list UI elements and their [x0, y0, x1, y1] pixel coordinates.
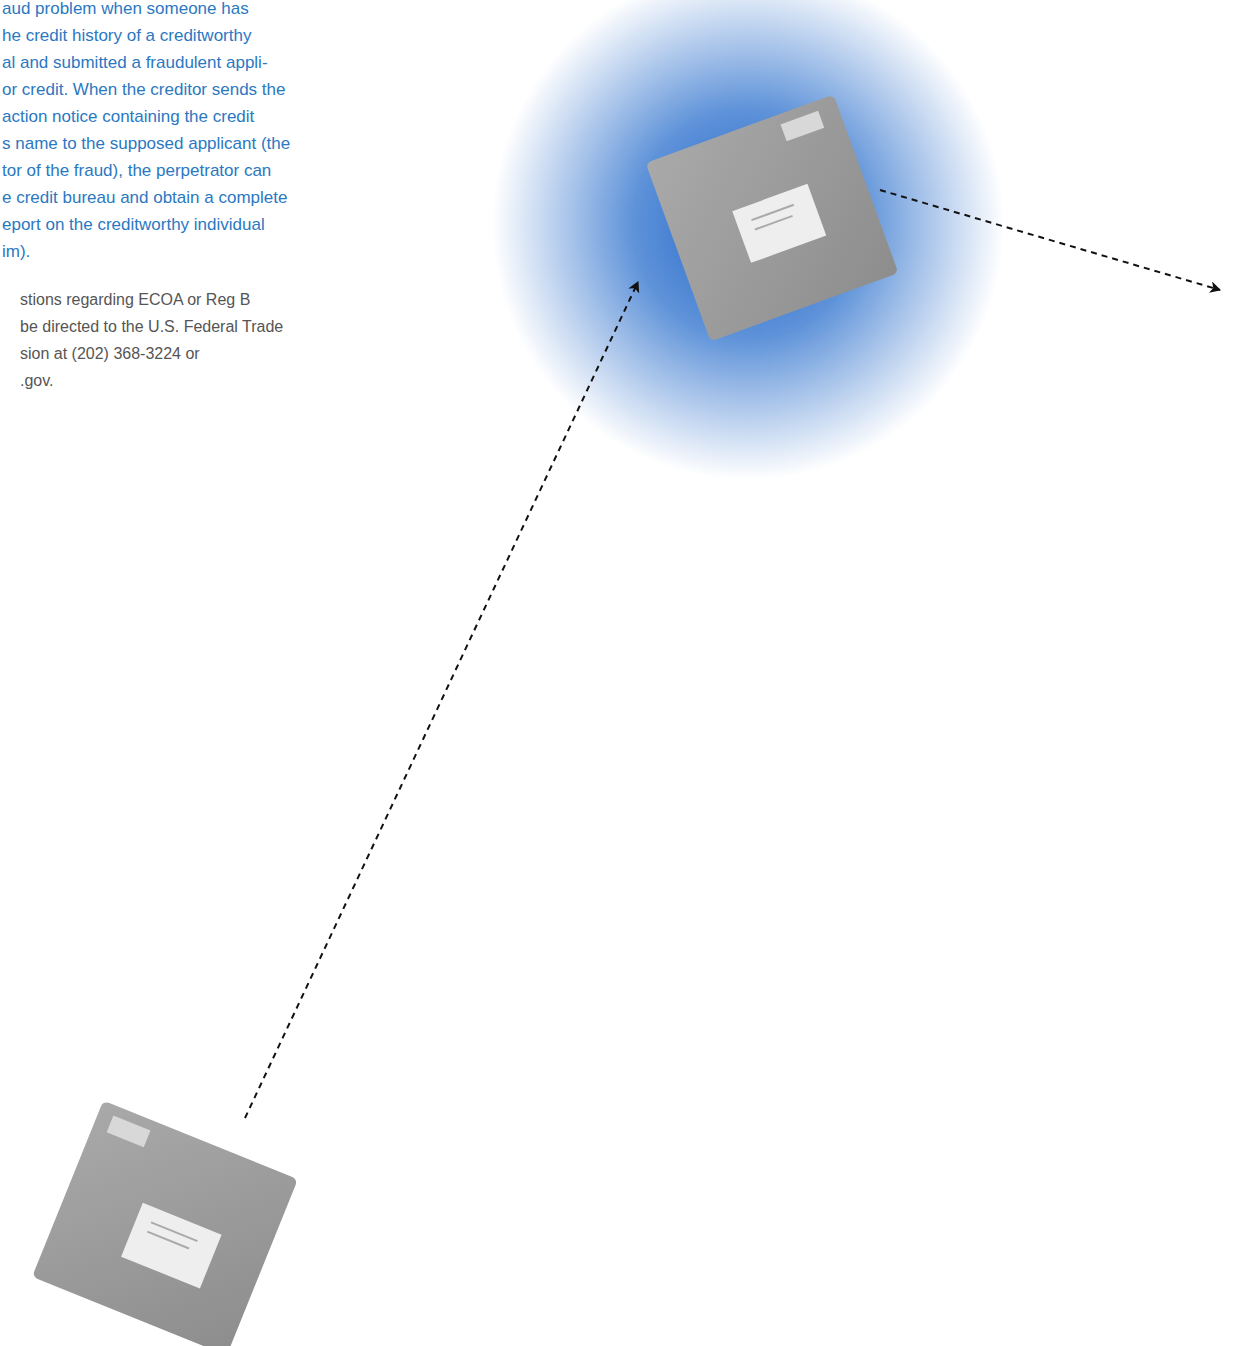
body-text-line: s name to the supposed applicant (the	[2, 130, 290, 157]
body-text-line: tor of the fraud), the perpetrator can	[2, 157, 271, 184]
envelope	[32, 1101, 298, 1346]
note-text-line: stions regarding ECOA or Reg B	[20, 286, 250, 313]
body-text-line: eport on the creditworthy individual	[2, 211, 265, 238]
note-text-line: be directed to the U.S. Federal Trade	[20, 313, 283, 340]
body-text-line: action notice containing the credit	[2, 103, 254, 130]
dashed-arrow	[245, 282, 638, 1118]
body-text-line: al and submitted a fraudulent appli-	[2, 49, 268, 76]
body-text-line: or credit. When the creditor sends the	[2, 76, 285, 103]
note-text-line: sion at (202) 368-3224 or	[20, 340, 200, 367]
note-text-line: .gov.	[20, 367, 54, 394]
envelope	[646, 95, 899, 342]
dashed-arrow	[880, 190, 1220, 290]
body-text-line: he credit history of a creditworthy	[2, 22, 251, 49]
body-text-line: e credit bureau and obtain a complete	[2, 184, 287, 211]
blue-glow	[492, 0, 1004, 480]
body-text-line: im).	[2, 238, 30, 265]
body-text-line: aud problem when someone has	[2, 0, 249, 22]
